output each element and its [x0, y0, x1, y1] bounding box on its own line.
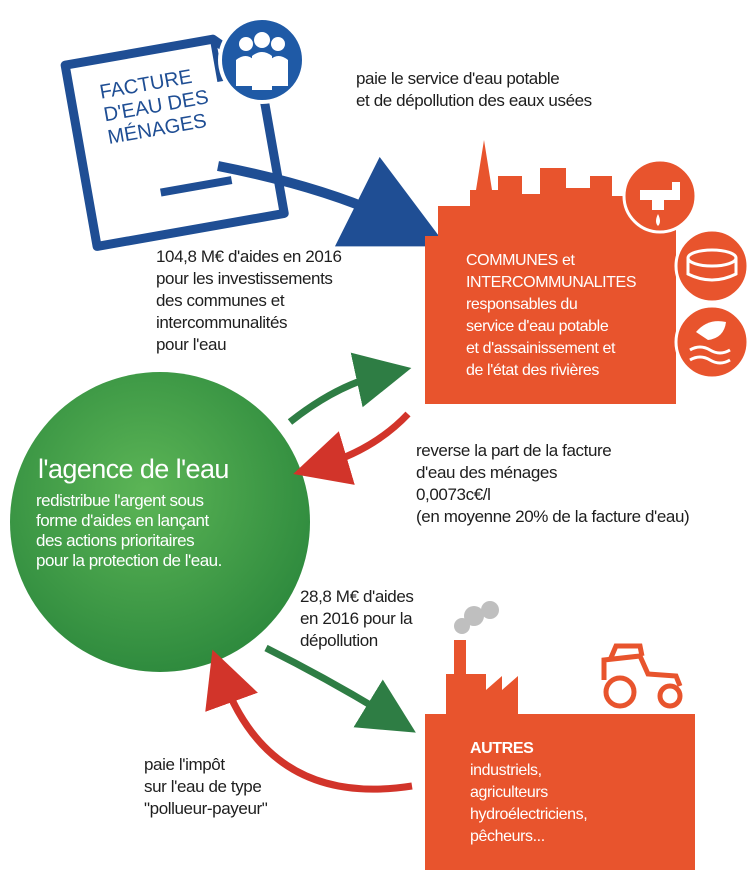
communes-title-line-1: COMMUNES et — [466, 252, 575, 269]
aides-depollution-line-2: en 2016 pour la — [300, 609, 413, 628]
autres-desc-line-1: industriels, — [470, 762, 542, 779]
autres-title: AUTRES — [470, 740, 534, 757]
autres-block — [425, 714, 695, 870]
communes-desc-line-1: responsables du — [466, 296, 578, 313]
aides-communes-line-4: intercommunalités — [156, 313, 288, 332]
aides-depollution-line-3: dépollution — [300, 631, 378, 650]
autres-desc-line-3: hydroélectriciens, — [470, 806, 588, 823]
impot-line-3: "pollueur-payeur" — [144, 799, 268, 818]
reverse-label: reverse la part de la facture d'eau des … — [416, 440, 690, 528]
green-arrow-autres — [264, 644, 416, 733]
communes-text: COMMUNES et INTERCOMMUNALITES responsabl… — [466, 250, 696, 382]
autres-text: AUTRES industriels, agriculteurs hydroél… — [470, 738, 670, 848]
communes-title-line-2: INTERCOMMUNALITES — [466, 274, 637, 291]
top-label-line-1: paie le service d'eau potable — [356, 69, 560, 88]
invoice-document — [60, 34, 289, 251]
aides-depollution-line-1: 28,8 M€ d'aides — [300, 587, 414, 606]
wastewater-tank-icon — [674, 228, 748, 304]
autres-desc-line-2: agriculteurs — [470, 784, 548, 801]
communes-desc-line-3: et d'assainissement et — [466, 340, 616, 357]
agence-desc-line-4: pour la protection de l'eau. — [36, 551, 222, 570]
aides-communes-label: 104,8 M€ d'aides en 2016 pour les invest… — [156, 246, 342, 356]
red-arrow-communes — [293, 411, 411, 485]
autres-desc-line-4: pêcheurs... — [470, 828, 545, 845]
people-icon — [218, 16, 306, 104]
top-label: paie le service d'eau potable et de dépo… — [356, 68, 592, 112]
top-label-line-2: et de dépollution des eaux usées — [356, 91, 592, 110]
reverse-line-4: (en moyenne 20% de la facture d'eau) — [416, 507, 690, 526]
green-arrow-communes — [287, 352, 412, 425]
river-icon — [674, 304, 748, 380]
blue-arrow — [217, 156, 447, 247]
aides-communes-line-3: des communes et — [156, 291, 285, 310]
agence-desc-line-3: des actions prioritaires — [36, 531, 195, 550]
impot-line-1: paie l'impôt — [144, 755, 225, 774]
agence-circle — [10, 372, 310, 672]
tractor-icon — [601, 643, 683, 709]
communes-block — [425, 140, 676, 404]
agence-desc-line-1: redistribue l'argent sous — [36, 491, 204, 510]
aides-communes-line-1: 104,8 M€ d'aides en 2016 — [156, 247, 342, 266]
factory-icon — [446, 601, 518, 716]
reverse-line-3: 0,0073c€/l — [416, 485, 491, 504]
impot-line-2: sur l'eau de type — [144, 777, 262, 796]
communes-desc-line-4: de l'état des rivières — [466, 362, 599, 379]
communes-desc-line-2: service d'eau potable — [466, 318, 609, 335]
red-arrow-autres — [205, 649, 413, 793]
reverse-line-2: d'eau des ménages — [416, 463, 558, 482]
reverse-line-1: reverse la part de la facture — [416, 441, 612, 460]
agence-desc-line-2: forme d'aides en lançant — [36, 511, 209, 530]
agence-description: redistribue l'argent sous forme d'aides … — [36, 491, 296, 571]
aides-communes-line-5: pour l'eau — [156, 335, 227, 354]
aides-communes-line-2: pour les investissements — [156, 269, 333, 288]
aides-depollution-label: 28,8 M€ d'aides en 2016 pour la dépollut… — [300, 586, 414, 652]
water-tap-icon — [622, 158, 698, 234]
impot-label: paie l'impôt sur l'eau de type "pollueur… — [144, 754, 268, 820]
agence-title: l'agence de l'eau — [38, 454, 229, 484]
